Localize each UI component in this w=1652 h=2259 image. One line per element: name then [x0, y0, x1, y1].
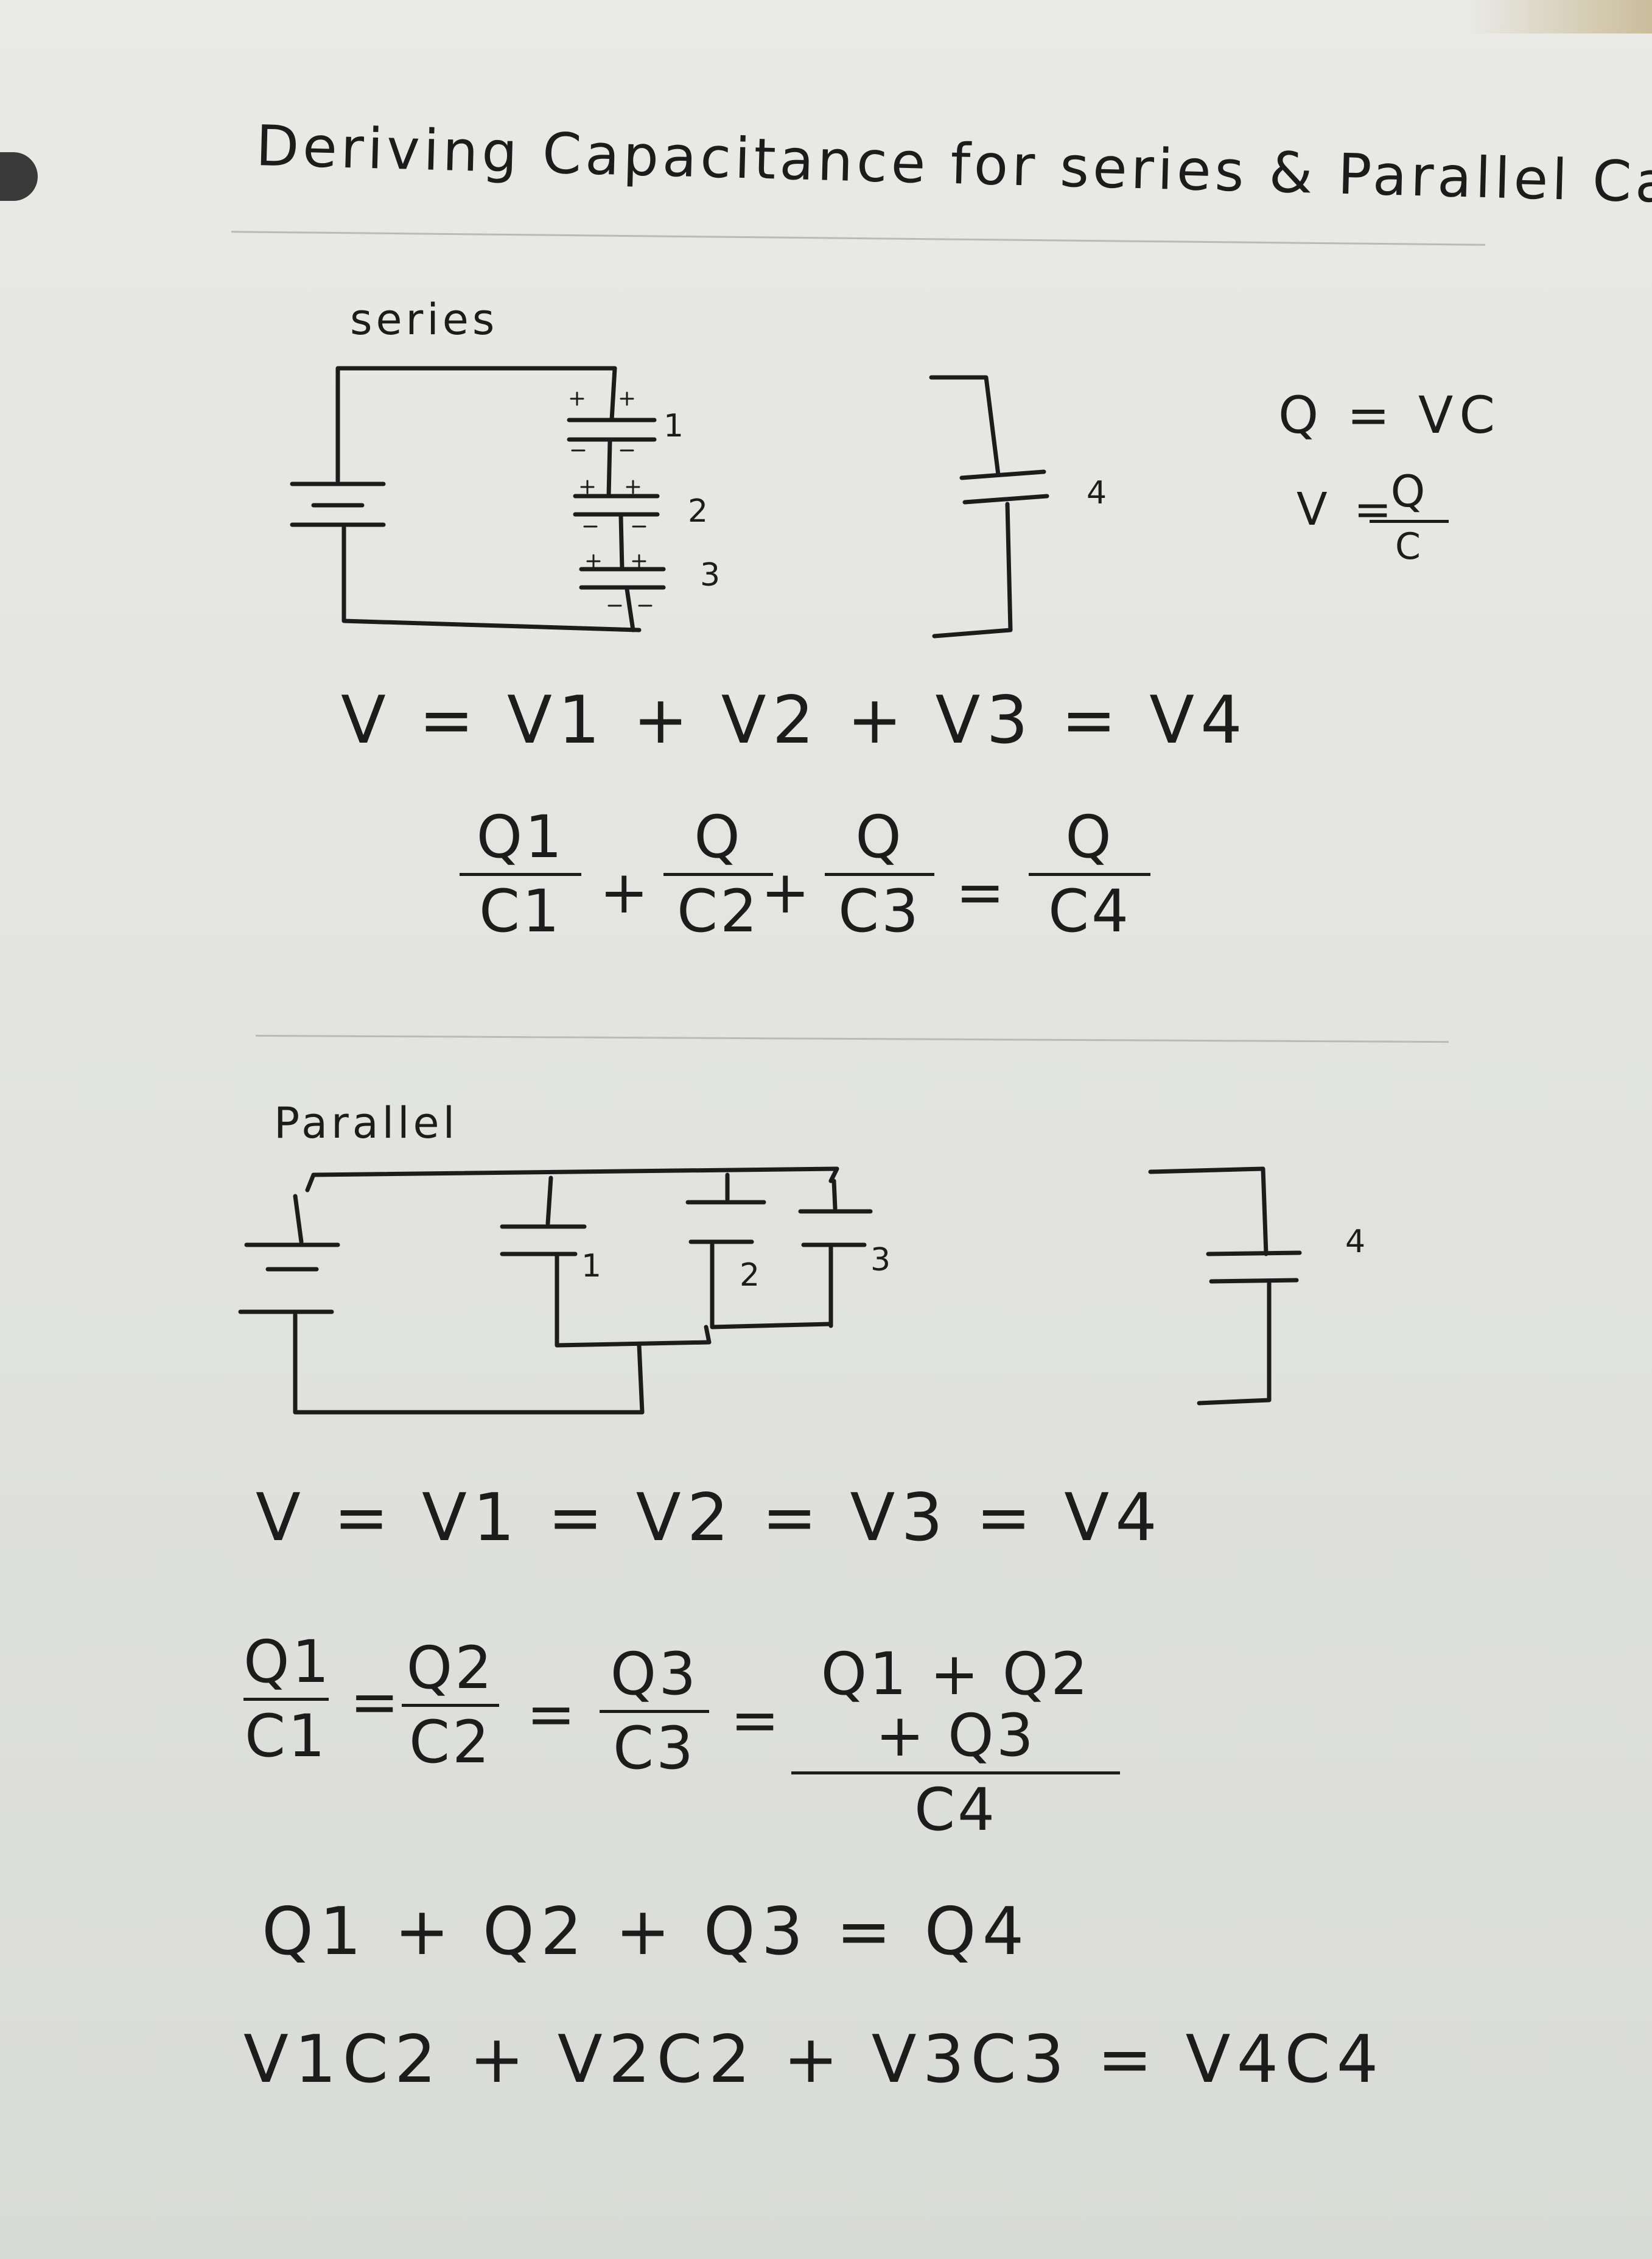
series-plus-minus-marks	[570, 391, 653, 607]
parallel-op-2: =	[527, 1680, 576, 1748]
parallel-cap-label-2: 2	[740, 1257, 760, 1294]
series-label: series	[350, 295, 499, 345]
formula-v-den: C	[1395, 525, 1423, 568]
parallel-cap-label-1: 1	[581, 1248, 602, 1284]
series-cap-label-3: 3	[700, 557, 721, 594]
fraction-bar	[1029, 872, 1150, 876]
series-term-3-num: Q	[855, 803, 904, 871]
formula-q-vc: Q = VC	[1278, 385, 1502, 445]
series-equivalent-label: 4	[1087, 475, 1107, 511]
series-op-2: +	[761, 858, 810, 926]
formula-v-fraction: Q C	[1370, 466, 1449, 568]
parallel-term-3-num: Q3	[610, 1640, 699, 1708]
series-cap-label-2: 2	[688, 493, 709, 530]
series-term-2-den: C2	[676, 877, 760, 945]
series-term-4-den: C4	[1048, 877, 1132, 945]
parallel-equivalent-capacitor	[1148, 1166, 1302, 1406]
parallel-term-4-den: C4	[914, 1775, 998, 1844]
fraction-bar	[243, 1697, 329, 1701]
series-term-1: Q1 C1	[460, 807, 581, 942]
parallel-term-2: Q2 C2	[402, 1637, 499, 1773]
parallel-circuit	[238, 1166, 873, 1415]
parallel-label: Parallel	[274, 1098, 459, 1148]
series-term-2-num: Q	[694, 803, 743, 871]
parallel-op-1: =	[350, 1668, 399, 1736]
series-term-1-num: Q1	[476, 803, 565, 871]
page-corner	[1469, 0, 1652, 33]
parallel-voltage-equation: V = V1 = V2 = V3 = V4	[256, 1480, 1163, 1556]
parallel-equivalent-label: 4	[1345, 1224, 1366, 1260]
fraction-bar	[663, 872, 773, 876]
parallel-term-1-num: Q1	[243, 1628, 332, 1696]
parallel-term-2-den: C2	[408, 1707, 492, 1776]
series-op-1: +	[600, 858, 649, 926]
punch-hole	[0, 152, 38, 201]
series-op-3: =	[956, 858, 1005, 926]
fraction-bar	[825, 872, 934, 876]
series-cap-label-1: 1	[663, 408, 684, 444]
parallel-cap-label-3: 3	[870, 1242, 891, 1278]
parallel-term-4: Q1 + Q2 + Q3 C4	[791, 1644, 1120, 1840]
series-term-2: Q C2	[663, 807, 773, 942]
fraction-bar	[791, 1771, 1120, 1774]
series-term-1-den: C1	[478, 877, 562, 945]
parallel-term-4-num: Q1 + Q2 + Q3	[821, 1640, 1091, 1770]
series-term-4-num: Q	[1065, 803, 1114, 871]
parallel-final-equation: V1C2 + V2C2 + V3C3 = V4C4	[243, 2022, 1385, 2098]
parallel-charge-sum-equation: Q1 + Q2 + Q3 = Q4	[262, 1894, 1031, 1970]
series-term-3-den: C3	[838, 877, 922, 945]
parallel-term-2-num: Q2	[406, 1634, 495, 1702]
series-term-3: Q C3	[825, 807, 934, 942]
parallel-term-3-den: C3	[612, 1714, 696, 1782]
fraction-bar	[402, 1703, 499, 1707]
parallel-op-3: =	[730, 1686, 780, 1754]
series-voltage-equation: V = V1 + V2 + V3 = V4	[341, 682, 1248, 758]
fraction-bar	[460, 872, 581, 876]
fraction-bar	[600, 1709, 709, 1713]
series-term-4: Q C4	[1029, 807, 1150, 942]
parallel-term-3: Q3 C3	[600, 1644, 709, 1779]
fraction-bar	[1370, 519, 1449, 523]
series-equivalent-capacitor	[929, 375, 1049, 639]
parallel-term-1-den: C1	[244, 1701, 328, 1770]
formula-v-lhs: V =	[1297, 483, 1398, 536]
series-circuit	[290, 366, 666, 632]
parallel-term-1: Q1 C1	[243, 1631, 329, 1767]
formula-v-num: Q	[1390, 466, 1428, 517]
